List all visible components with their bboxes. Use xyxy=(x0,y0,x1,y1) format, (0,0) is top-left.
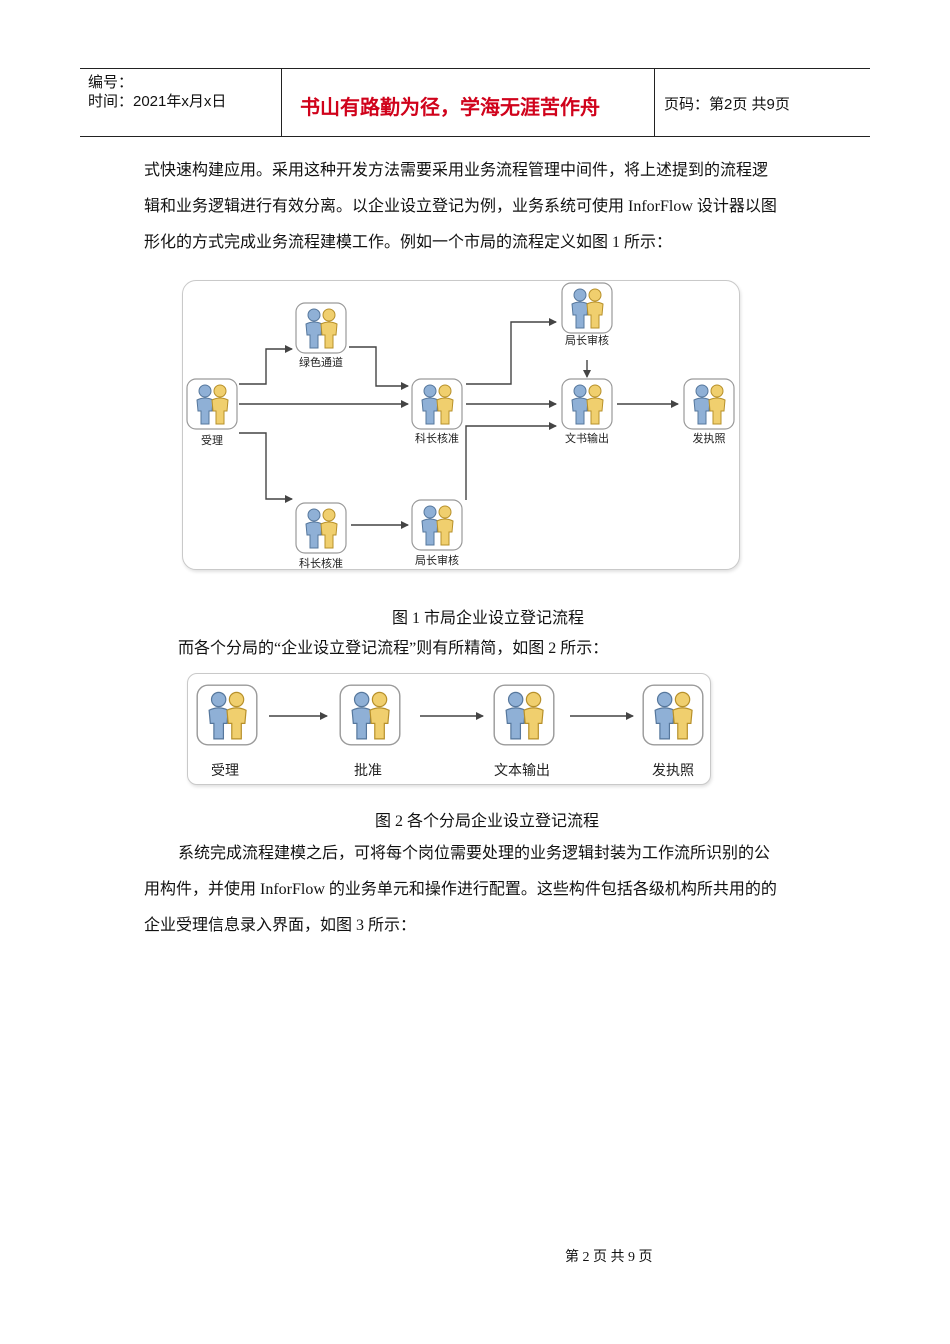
node-director-review-bottom-label: 局长审核 xyxy=(415,553,459,567)
node-document-output: 文书输出 xyxy=(561,378,613,445)
node-section-approve-mid-label: 科长核准 xyxy=(415,431,459,445)
node-document-output-label: 文书输出 xyxy=(565,431,609,445)
edge-accept-bottom xyxy=(239,432,293,503)
header-bottom-border xyxy=(80,136,870,137)
figure-2-frame xyxy=(187,673,711,785)
edge-accept-green xyxy=(239,345,293,385)
figure-2-diagram: 受理 批准 文本输出 发执照 xyxy=(196,684,704,779)
edge-director-bottom-doc xyxy=(465,422,557,500)
header-top-border xyxy=(80,68,870,69)
f2-node-issue-license-label: 发执照 xyxy=(652,763,694,779)
node-section-approve-mid: 科长核准 xyxy=(411,378,463,445)
node-issue-license: 发执照 xyxy=(683,378,735,445)
f2-node-document-output: 文本输出 xyxy=(493,684,555,779)
node-section-approve-bottom-label: 科长核准 xyxy=(299,556,343,570)
node-director-review-bottom: 局长审核 xyxy=(411,499,463,567)
node-section-approve-bottom: 科长核准 xyxy=(295,502,347,570)
figure-1-caption: 图 1 市局企业设立登记流程 xyxy=(392,610,585,627)
f2-node-issue-license: 发执照 xyxy=(642,684,704,779)
paragraph-3: 系统完成流程建模之后，可将每个岗位需要处理的业务逻辑封装为工作流所识别的公 用构… xyxy=(144,836,814,944)
header-date-label: 时间：2021年x月x日 xyxy=(88,93,227,110)
figure-1-diagram: 受理 绿色通道 科长核准 科长核准 局长审核 局长审核 文书输出 发执照 xyxy=(186,282,735,570)
f2-node-document-output-label: 文本输出 xyxy=(494,763,550,779)
header-page-label: 页码：第2页 共9页 xyxy=(664,96,790,113)
paragraph-3-line-2: 用构件，并使用 InforFlow 的业务单元和操作进行配置。这些构件包括各级机… xyxy=(144,881,777,898)
page-footer: 第 2 页 共 9 页 xyxy=(565,1250,653,1265)
node-issue-license-label: 发执照 xyxy=(693,431,726,445)
header-number-label: 编号： xyxy=(88,74,134,91)
figure-2-caption: 图 2 各个分局企业设立登记流程 xyxy=(375,813,600,830)
f2-node-approve: 批准 xyxy=(339,684,401,779)
node-director-review-top: 局长审核 xyxy=(561,282,613,347)
node-accept: 受理 xyxy=(186,378,238,447)
edge-mid-director-top xyxy=(466,318,557,385)
f2-node-approve-label: 批准 xyxy=(354,763,382,779)
header-divider-left xyxy=(281,68,282,136)
paragraph-2: 而各个分局的“企业设立登记流程”则有所精简，如图 2 所示： xyxy=(178,640,609,657)
paragraph-3-line-3: 企业受理信息录入界面，如图 3 所示： xyxy=(144,917,417,934)
node-director-review-top-label: 局长审核 xyxy=(565,333,609,347)
node-accept-label: 受理 xyxy=(201,434,223,447)
paragraph-1-line-3: 形化的方式完成业务流程建模工作。例如一个市局的流程定义如图 1 所示： xyxy=(144,234,673,251)
header-divider-right xyxy=(654,68,655,136)
f2-node-accept-label: 受理 xyxy=(211,763,239,779)
paragraph-1: 式快速构建应用。采用这种开发方法需要采用业务流程管理中间件，将上述提到的流程逻 … xyxy=(144,153,814,261)
node-green-channel: 绿色通道 xyxy=(295,302,347,369)
f2-node-accept: 受理 xyxy=(196,684,258,779)
paragraph-1-line-2: 辑和业务逻辑进行有效分离。以企业设立登记为例，业务系统可使用 InforFlow… xyxy=(144,198,777,215)
paragraph-3-line-1: 系统完成流程建模之后，可将每个岗位需要处理的业务逻辑封装为工作流所识别的公 xyxy=(178,845,771,862)
figure-1-connectors xyxy=(239,318,679,529)
edge-green-mid xyxy=(349,346,409,390)
paragraph-1-line-1: 式快速构建应用。采用这种开发方法需要采用业务流程管理中间件，将上述提到的流程逻 xyxy=(144,162,769,179)
node-green-channel-label: 绿色通道 xyxy=(299,355,343,369)
header-motto: 书山有路勤为径，学海无涯苦作舟 xyxy=(300,95,600,119)
